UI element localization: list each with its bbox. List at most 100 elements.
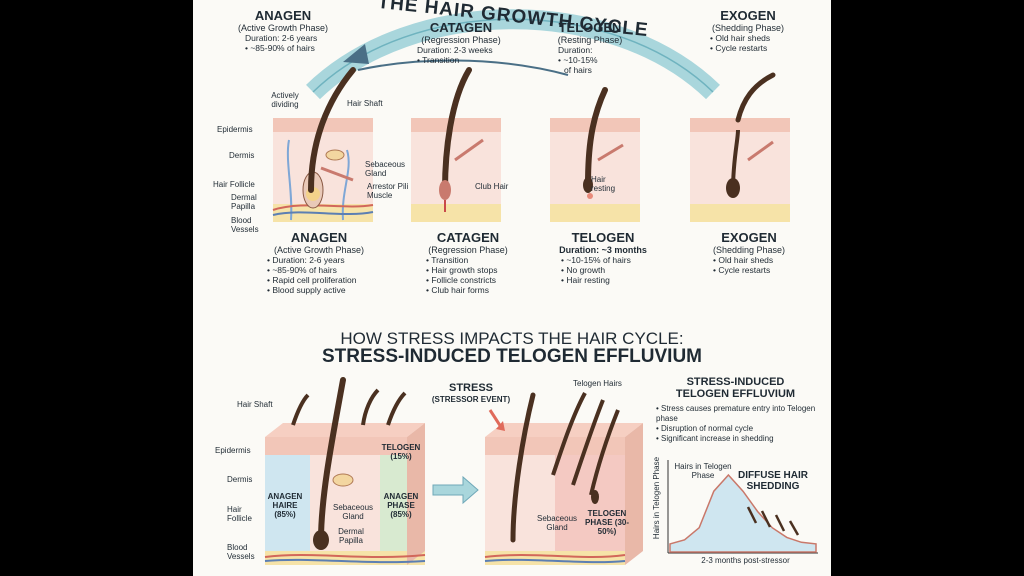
phase-bottom-catagen: CATAGEN (Regression Phase) Transition Ha… [418, 230, 518, 295]
label-dermis-stress: Dermis [227, 475, 253, 484]
phase-item: • ~10-15% [558, 55, 598, 65]
phase-item: of hairs [564, 65, 592, 75]
skin-panel-telogen [550, 87, 640, 222]
stress-diagrams [264, 377, 643, 565]
phase-name: ANAGEN [290, 230, 348, 245]
phase-sub: Duration: ~3 months [559, 245, 647, 255]
effluvium-title-2: TELOGEN EFFLUVIUM [675, 388, 796, 400]
skin-panel-catagen [411, 67, 501, 222]
label-arrestor-pili: Arrestor Pili Muscle [367, 182, 409, 200]
label-hair-shaft-stress: Hair Shaft [237, 400, 273, 409]
phase-sub: (Resting Phase) [557, 35, 623, 45]
label-dermal-papilla-stress: Dermal Papilla [338, 527, 364, 545]
phase-items: Duration: 2-6 years ~85-90% of hairs Rap… [259, 255, 379, 295]
label-dermis: Dermis [229, 151, 255, 160]
label-blood-vessels: Blood Vessels [231, 216, 259, 234]
phase-item: ~85-90% of hairs [267, 265, 379, 275]
phase-items: ~10-15% of hairs No growth Hair resting [553, 255, 653, 285]
phase-bottom-exogen: EXOGEN (Shedding Phase) Old hair sheds C… [699, 230, 799, 275]
phase-item: Duration: 2-6 years [267, 255, 379, 265]
label-sebaceous-gland-right: Sebaceous Gland [536, 514, 578, 532]
phase-name: ANAGEN [254, 8, 312, 23]
phase-top-anagen: ANAGEN (Active Growth Phase) Duration: 2… [223, 8, 343, 53]
phase-top-telogen: TELOGEN (Resting Phase) Duration: • ~10-… [550, 20, 630, 75]
phase-item: • ~85-90% of hairs [245, 43, 315, 53]
phase-sub: (Regression Phase) [428, 245, 508, 255]
telogen-chart [667, 460, 818, 554]
shedding-arrow [788, 520, 800, 536]
stress-block-right [484, 392, 643, 565]
phase-name: CATAGEN [429, 20, 493, 35]
label-sebaceous-gland-stress: Sebaceous Gland [333, 503, 374, 521]
label-anagen-haire: ANAGEN HAIRE (85%) [267, 492, 303, 519]
phase-bottom-telogen: TELOGEN Duration: ~3 months ~10-15% of h… [553, 230, 653, 285]
label-epidermis-stress: Epidermis [215, 446, 251, 455]
label-telogen-phase: TELOGEN PHASE (30-50%) [585, 509, 630, 536]
label-hair-follicle-stress: Hair Follicle [227, 505, 252, 523]
label-club-hair: Club Hair [475, 182, 509, 191]
effluvium-title-1: STRESS-INDUCED [686, 376, 785, 388]
stress-heading-2: STRESS-INDUCED TELOGEN EFFLUVIUM [321, 346, 702, 367]
phase-top-catagen: CATAGEN (Regression Phase) Duration: 2-3… [411, 20, 511, 65]
phase-name: EXOGEN [721, 230, 777, 245]
label-epidermis: Epidermis [217, 125, 253, 134]
arc-arrowhead-left [343, 44, 369, 64]
chart-xlabel: 2-3 months post-stressor [701, 556, 790, 565]
phase-bottom-anagen: ANAGEN (Active Growth Phase) Duration: 2… [259, 230, 379, 295]
phase-top-exogen: EXOGEN (Shedding Phase) • Old hair sheds… [698, 8, 798, 53]
phase-item: Hair resting [561, 275, 653, 285]
shedding-arrow [760, 510, 772, 528]
chart-ylabel: Hairs in Telogen Phase [652, 456, 661, 540]
label-hair-follicle: Hair Follicle [213, 180, 255, 189]
label-actively-dividing: Actively dividing [271, 91, 299, 109]
label-dermal-papilla: Dermal Papilla [231, 193, 257, 211]
phase-item: Duration: 2-3 weeks [417, 45, 493, 55]
phase-item: • Cycle restarts [710, 43, 768, 53]
chart-peak-label: Hairs in Telogen Phase [674, 462, 732, 480]
phase-name: TELOGEN [571, 230, 635, 245]
phase-item: Blood supply active [267, 285, 379, 295]
phase-item: Hair growth stops [426, 265, 518, 275]
stress-arrow [432, 475, 479, 505]
phase-items: Old hair sheds Cycle restarts [699, 255, 799, 275]
phase-item: Club hair forms [426, 285, 518, 295]
phase-item: Transition [426, 255, 518, 265]
phase-sub: (Active Growth Phase) [273, 245, 365, 255]
phase-item: Cycle restarts [713, 265, 799, 275]
skin-panel-anagen [272, 67, 374, 222]
effluvium-item: Significant increase in shedding [656, 434, 823, 444]
stress-heading-1: HOW STRESS IMPACTS THE HAIR CYCLE: [340, 329, 684, 348]
phase-item: Rapid cell proliferation [267, 275, 379, 285]
phase-item: No growth [561, 265, 653, 275]
label-telogen-15: TELOGEN (15%) [381, 443, 421, 461]
label-stressor-event: (STRESSOR EVENT) [431, 395, 511, 404]
phase-item: Duration: 2-6 years [245, 33, 318, 43]
label-hair-shaft: Hair Shaft [347, 99, 383, 108]
phase-item: Duration: [558, 45, 593, 55]
phase-name: EXOGEN [720, 8, 776, 23]
phase-sub: (Active Growth Phase) [237, 23, 329, 33]
phase-sub: (Regression Phase) [421, 35, 501, 45]
phase-item: ~10-15% of hairs [561, 255, 653, 265]
stress-block-left [264, 377, 426, 565]
phase-item: • Old hair sheds [710, 33, 771, 43]
shedding-arrow [774, 514, 786, 532]
phase-item: Follicle constricts [426, 275, 518, 285]
chart-annotation: DIFFUSE HAIR SHEDDING [738, 470, 808, 492]
shedding-arrow [746, 506, 758, 524]
phase-sub: (Shedding Phase) [711, 23, 785, 33]
label-hair-resting: Hair resting [591, 175, 616, 193]
label-stress: STRESS [448, 382, 493, 394]
effluvium-item: Disruption of normal cycle [656, 424, 823, 434]
label-anagen-phase: ANAGEN PHASE (85%) [383, 492, 419, 519]
effluvium-items: Stress causes premature entry into Telog… [648, 404, 823, 444]
chart-area-series [669, 473, 817, 553]
phase-name: TELOGEN [558, 20, 622, 35]
skin-panel-exogen [690, 72, 790, 222]
infographic-canvas: THE HAIR GROWTH CYCLE ANAGEN (Active Gro… [193, 0, 831, 576]
skin-panels-top [272, 67, 790, 222]
phase-item: • Transition [417, 55, 460, 65]
phase-items: Transition Hair growth stops Follicle co… [418, 255, 518, 295]
phase-sub: (Shedding Phase) [712, 245, 786, 255]
label-telogen-hairs: Telogen Hairs [573, 379, 622, 388]
